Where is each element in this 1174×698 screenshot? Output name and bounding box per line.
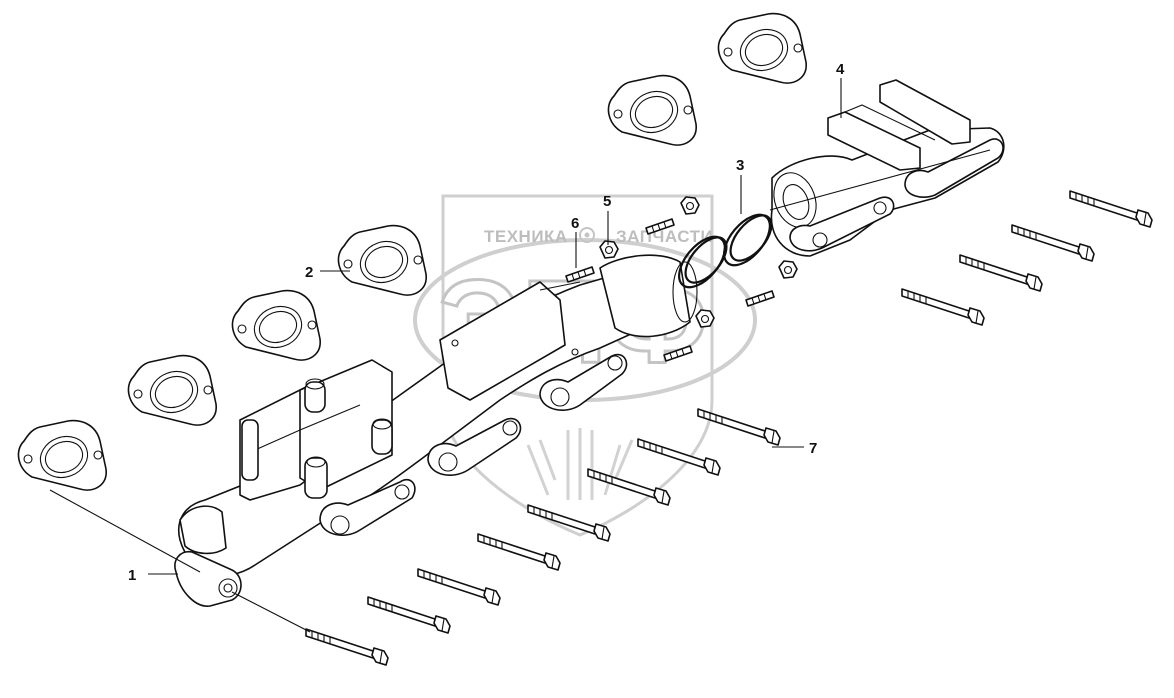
stud: [745, 290, 775, 307]
bolt: [1069, 190, 1153, 228]
bolt: [305, 628, 389, 666]
callout-3: 3: [736, 157, 744, 174]
bolt: [901, 288, 985, 326]
gasket: [337, 224, 427, 296]
manifold-end-section: [770, 79, 1005, 257]
bolt: [527, 504, 611, 542]
watermark-left-text: ТЕХНИКА: [484, 227, 568, 246]
bolt: [959, 254, 1043, 292]
callout-leaders: [148, 78, 842, 575]
gasket: [127, 354, 217, 426]
bolt: [477, 533, 561, 571]
callout-4: 4: [836, 61, 845, 78]
callout-2: 2: [305, 264, 313, 281]
callout-6: 6: [571, 215, 579, 232]
alignment-lines: [49, 149, 991, 633]
watermark-right-text: ЗАПЧАСТИ: [616, 227, 713, 246]
wheat-icon: [526, 428, 634, 500]
bolt: [587, 468, 671, 506]
nut: [680, 196, 700, 215]
gasket: [607, 74, 697, 146]
callout-1: 1: [128, 567, 136, 584]
exhaust-manifold: [174, 254, 698, 607]
bolt: [697, 408, 781, 446]
seal-rings: [678, 213, 773, 289]
bolt: [367, 596, 451, 634]
bolt: [417, 568, 501, 606]
gasket: [17, 419, 107, 491]
callout-7: 7: [809, 440, 817, 457]
gasket: [717, 12, 807, 84]
gasket: [231, 289, 321, 361]
gear-icon: [579, 227, 595, 243]
nut: [778, 260, 798, 279]
bolt: [1011, 224, 1095, 262]
callout-labels: 1 2 3 4 5 6 7: [128, 61, 845, 584]
callout-5: 5: [603, 193, 611, 210]
